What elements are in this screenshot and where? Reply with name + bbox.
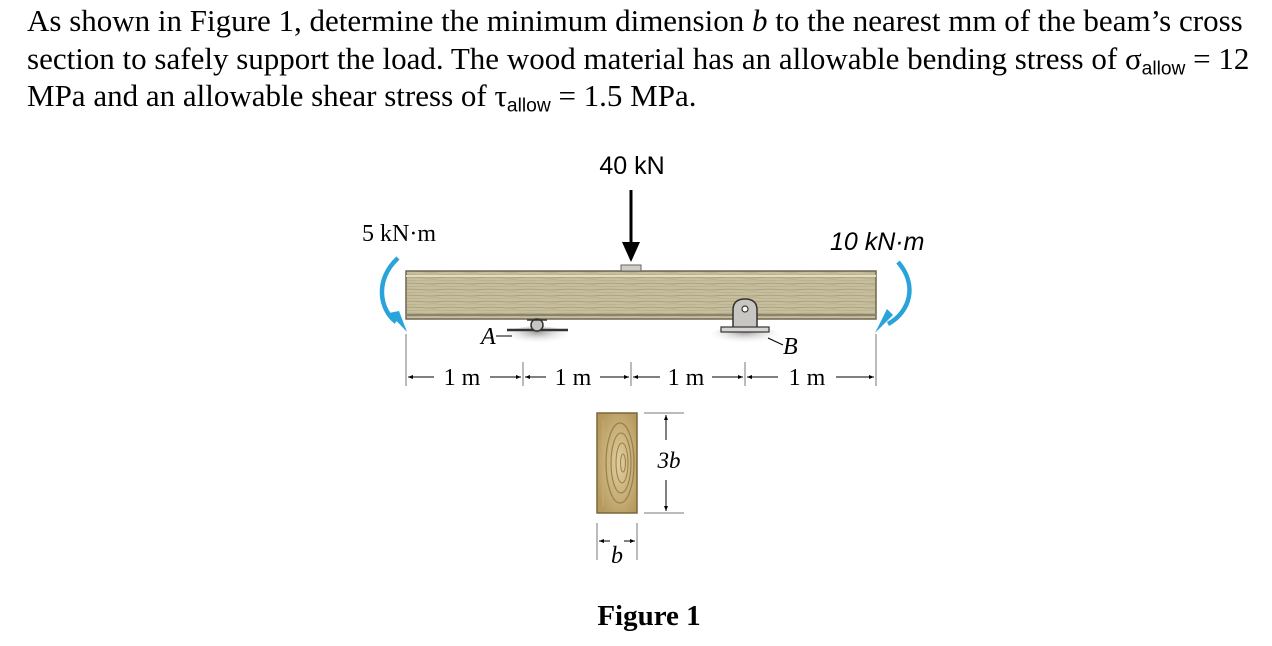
problem-text-2: to the nearest mm of the beam’s cross se… xyxy=(27,3,1243,76)
span-3-label: 1 m xyxy=(668,365,705,391)
tau-allow-subscript: allow xyxy=(506,95,551,117)
wood-beam xyxy=(405,270,877,320)
height-dimension xyxy=(644,412,684,514)
moment-right-label: 10 kN·m xyxy=(830,228,924,256)
support-b-label: B xyxy=(783,334,798,360)
sigma-symbol: σ xyxy=(1124,40,1142,76)
support-a-label: A xyxy=(479,324,496,350)
span-1-label: 1 m xyxy=(444,365,481,391)
width-dimension xyxy=(596,523,638,560)
figure-caption: Figure 1 xyxy=(597,600,700,632)
height-label: 3b xyxy=(657,448,681,473)
problem-statement: As shown in Figure 1, determine the mini… xyxy=(27,2,1257,115)
tau-symbol: τ xyxy=(494,78,507,113)
moment-left-label: 5 kN·m xyxy=(362,221,436,247)
width-label: b xyxy=(611,543,623,569)
load-arrow xyxy=(620,190,642,272)
span-4-label: 1 m xyxy=(789,365,826,391)
support-b-pin xyxy=(711,298,779,346)
variable-b: b xyxy=(752,3,768,38)
problem-text-1: As shown in Figure 1, determine the mini… xyxy=(27,3,752,38)
load-label: 40 kN xyxy=(599,152,664,180)
support-a-roller xyxy=(505,318,569,346)
span-dimension-line xyxy=(405,334,877,386)
moment-left-arrow xyxy=(379,256,407,332)
span-2-label: 1 m xyxy=(555,365,592,391)
moment-right-arrow xyxy=(875,260,912,333)
problem-text-3: = 12 MPa and an allowable shear stress o… xyxy=(27,40,1250,114)
problem-text-4: = 1.5 MPa. xyxy=(550,78,697,113)
cross-section xyxy=(596,412,638,514)
sigma-allow-subscript: allow xyxy=(1141,57,1186,79)
